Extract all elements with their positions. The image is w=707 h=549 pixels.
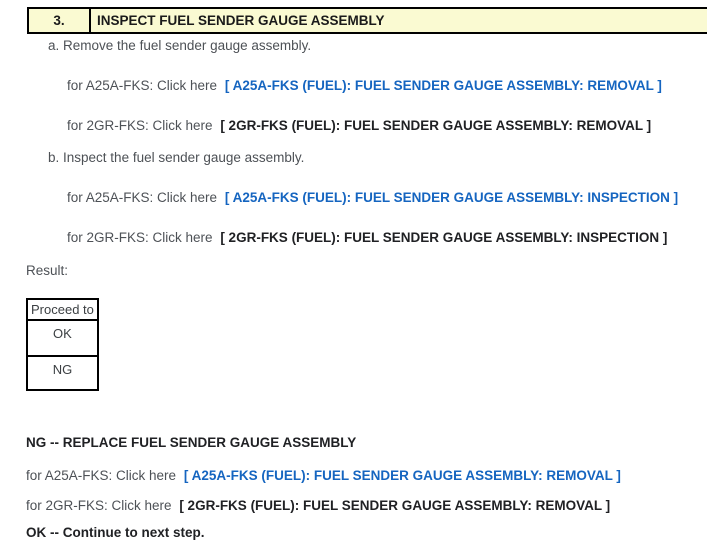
ng-procedure-a25a-removal: for A25A-FKS: Click here [ A25A-FKS (FUE… [26, 468, 621, 484]
procedure-prefix: for A25A-FKS: Click here [67, 190, 218, 205]
2gr-inspection-link[interactable]: [ 2GR-FKS (FUEL): FUEL SENDER GAUGE ASSE… [220, 230, 668, 245]
procedure-prefix: for A25A-FKS: Click here [26, 468, 177, 483]
procedure-2gr-removal: for 2GR-FKS: Click here [ 2GR-FKS (FUEL)… [67, 118, 651, 134]
substep-b: b. Inspect the fuel sender gauge assembl… [48, 150, 304, 166]
ng-a25a-removal-link[interactable]: [ A25A-FKS (FUEL): FUEL SENDER GAUGE ASS… [183, 468, 621, 483]
step-header: 3. INSPECT FUEL SENDER GAUGE ASSEMBLY [27, 7, 707, 34]
substep-b-text: Inspect the fuel sender gauge assembly. [63, 150, 305, 165]
procedure-prefix: for 2GR-FKS: Click here [67, 118, 213, 133]
result-label: Result: [26, 263, 69, 278]
substep-b-label: b. [48, 150, 60, 165]
procedure-2gr-inspection: for 2GR-FKS: Click here [ 2GR-FKS (FUEL)… [67, 230, 667, 246]
a25a-removal-link[interactable]: [ A25A-FKS (FUEL): FUEL SENDER GAUGE ASS… [224, 78, 662, 93]
proceed-to-header: Proceed to [26, 298, 99, 321]
table-row: NG [26, 355, 99, 391]
step-number: 3. [29, 9, 91, 32]
procedure-prefix: for 2GR-FKS: Click here [26, 498, 172, 513]
substep-a-label: a. [48, 38, 60, 53]
a25a-inspection-link[interactable]: [ A25A-FKS (FUEL): FUEL SENDER GAUGE ASS… [224, 190, 679, 205]
result-cell-ng: NG [26, 355, 99, 391]
table-row: OK [26, 319, 99, 357]
proceed-table: Proceed to OK NG [26, 298, 99, 391]
ng-outcome-heading: NG -- REPLACE FUEL SENDER GAUGE ASSEMBLY [26, 435, 357, 450]
ng-2gr-removal-link[interactable]: [ 2GR-FKS (FUEL): FUEL SENDER GAUGE ASSE… [179, 498, 611, 513]
procedure-a25a-removal: for A25A-FKS: Click here [ A25A-FKS (FUE… [67, 78, 662, 94]
step-title: INSPECT FUEL SENDER GAUGE ASSEMBLY [97, 13, 385, 28]
substep-a: a. Remove the fuel sender gauge assembly… [48, 38, 311, 54]
substep-a-text: Remove the fuel sender gauge assembly. [63, 38, 312, 53]
table-row: Proceed to [26, 298, 99, 321]
result-cell-ok: OK [26, 319, 99, 357]
ng-procedure-2gr-removal: for 2GR-FKS: Click here [ 2GR-FKS (FUEL)… [26, 498, 610, 514]
procedure-prefix: for A25A-FKS: Click here [67, 78, 218, 93]
procedure-prefix: for 2GR-FKS: Click here [67, 230, 213, 245]
procedure-a25a-inspection: for A25A-FKS: Click here [ A25A-FKS (FUE… [67, 190, 678, 206]
ok-outcome-heading: OK -- Continue to next step. [26, 525, 205, 540]
2gr-removal-link[interactable]: [ 2GR-FKS (FUEL): FUEL SENDER GAUGE ASSE… [220, 118, 652, 133]
